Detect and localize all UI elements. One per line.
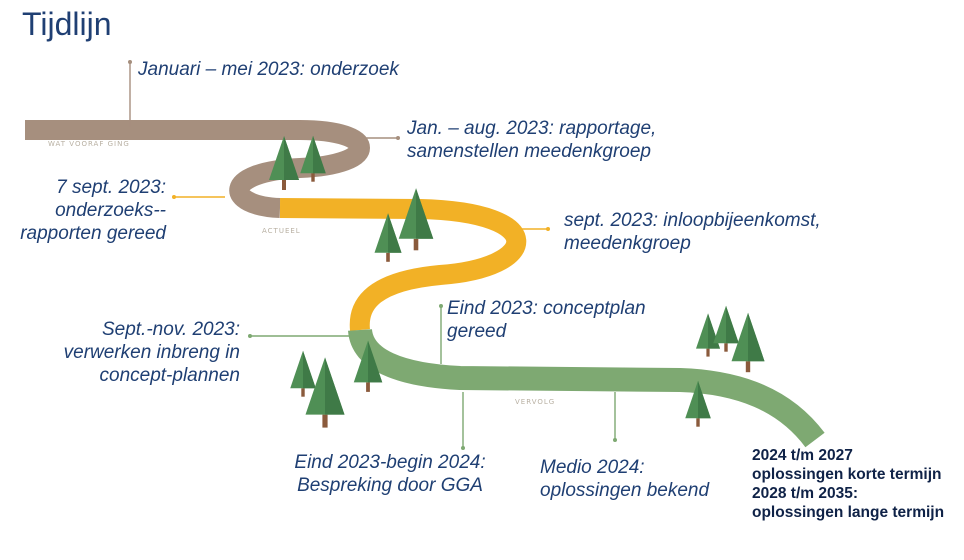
segment-label-past: WAT VOORAF GING (48, 140, 130, 148)
tree-icon (713, 305, 739, 352)
tree-icon (696, 313, 720, 357)
connectors (128, 60, 617, 450)
tree-icon (300, 135, 326, 182)
tree-icon (685, 380, 711, 427)
tree-icon (374, 213, 402, 262)
milestone-7: Eind 2023-begin 2024: Bespreking door GG… (294, 452, 486, 496)
milestone-4: sept. 2023: inloopbijeenkomst, meedenkgr… (564, 210, 821, 254)
segment-label-future: VERVOLG (515, 398, 555, 406)
trees (269, 135, 765, 428)
milestone-5: Eind 2023: conceptplan gereed (447, 298, 646, 342)
milestone-6: Sept.-nov. 2023: verwerken inbreng in co… (63, 319, 240, 386)
tree-icon (305, 357, 345, 428)
tree-icon (398, 188, 434, 251)
tree-icon (353, 340, 383, 392)
road-segment-current (279, 198, 527, 331)
tree-icon (290, 350, 316, 397)
page-title: Tijdlijn (22, 6, 112, 42)
milestone-3: 7 sept. 2023: onderzoeks-- rapporten ger… (20, 177, 166, 244)
milestone-2: Jan. – aug. 2023: rapportage, samenstell… (407, 118, 657, 162)
road-segment-past (25, 120, 370, 218)
tree-icon (731, 312, 765, 373)
road-segment-future (348, 328, 825, 448)
milestone-1: Januari – mei 2023: onderzoek (138, 59, 399, 80)
tree-icon (269, 136, 299, 190)
milestone-9: 2024 t/m 2027 oplossingen korte termijn … (752, 447, 945, 521)
segment-label-current: ACTUEEL (262, 227, 301, 235)
milestone-8: Medio 2024: oplossingen bekend (540, 457, 710, 501)
